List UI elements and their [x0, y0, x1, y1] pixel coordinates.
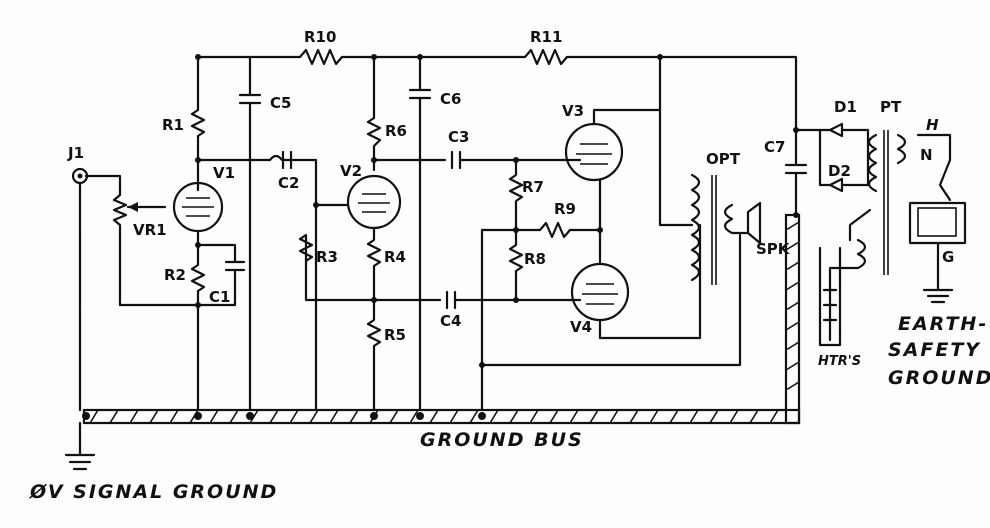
label-r2: R2 [164, 266, 186, 284]
label-j1: J1 [67, 144, 84, 162]
label-spk: SPK [756, 240, 791, 258]
label-c2: C2 [278, 174, 299, 192]
label-c6: C6 [440, 90, 461, 108]
label-r9: R9 [554, 200, 576, 218]
capacitor-c2 [281, 150, 318, 412]
label-c7: C7 [764, 138, 785, 156]
ground-bus-label: GROUND BUS [420, 429, 584, 451]
capacitor-c5 [238, 55, 262, 412]
label-r11: R11 [530, 28, 562, 46]
capacitor-c6 [408, 55, 432, 412]
input-jack-j1 [71, 167, 167, 412]
label-r5: R5 [384, 326, 406, 344]
label-htrs: HTR'S [818, 354, 861, 369]
label-h: H [926, 116, 939, 134]
label-r8: R8 [524, 250, 546, 268]
label-v1: V1 [213, 164, 235, 182]
label-r10: R10 [304, 28, 336, 46]
capacitor-c7 [784, 128, 808, 217]
label-r4: R4 [384, 248, 406, 266]
label-v4: V4 [570, 318, 592, 336]
earth-label-line1: EARTH- [898, 313, 988, 335]
b-plus-rail [196, 48, 798, 132]
label-r7: R7 [522, 178, 544, 196]
label-c4: C4 [440, 312, 461, 330]
signal-ground-symbol [64, 421, 96, 471]
signal-ground-label: ØV SIGNAL GROUND [29, 481, 278, 503]
label-pt: PT [880, 98, 902, 116]
junction-dots [82, 54, 799, 420]
label-v2: V2 [340, 162, 362, 180]
earth-label-line2: SAFETY [888, 339, 981, 361]
output-tubes [480, 55, 742, 367]
label-vr1: VR1 [133, 221, 167, 239]
label-d1: D1 [834, 98, 857, 116]
label-v3: V3 [562, 102, 584, 120]
label-r3: R3 [316, 248, 338, 266]
output-transformer [658, 108, 762, 285]
earth-label-line3: GROUND [888, 367, 990, 389]
label-c3: C3 [448, 128, 469, 146]
label-r6: R6 [385, 122, 407, 140]
label-opt: OPT [706, 150, 741, 168]
component-labels: J1 VR1 R1 V1 R2 C1 C5 R10 C2 V2 R6 R3 R4… [67, 28, 954, 369]
stage-v2 [298, 55, 582, 412]
label-c5: C5 [270, 94, 291, 112]
label-g: G [942, 248, 954, 266]
notes: GROUND BUS ØV SIGNAL GROUND EARTH- SAFET… [29, 313, 990, 503]
power-supply [794, 122, 967, 347]
label-n: N [920, 146, 933, 164]
label-c1: C1 [209, 288, 230, 306]
label-d2: D2 [828, 162, 851, 180]
label-r1: R1 [162, 116, 184, 134]
